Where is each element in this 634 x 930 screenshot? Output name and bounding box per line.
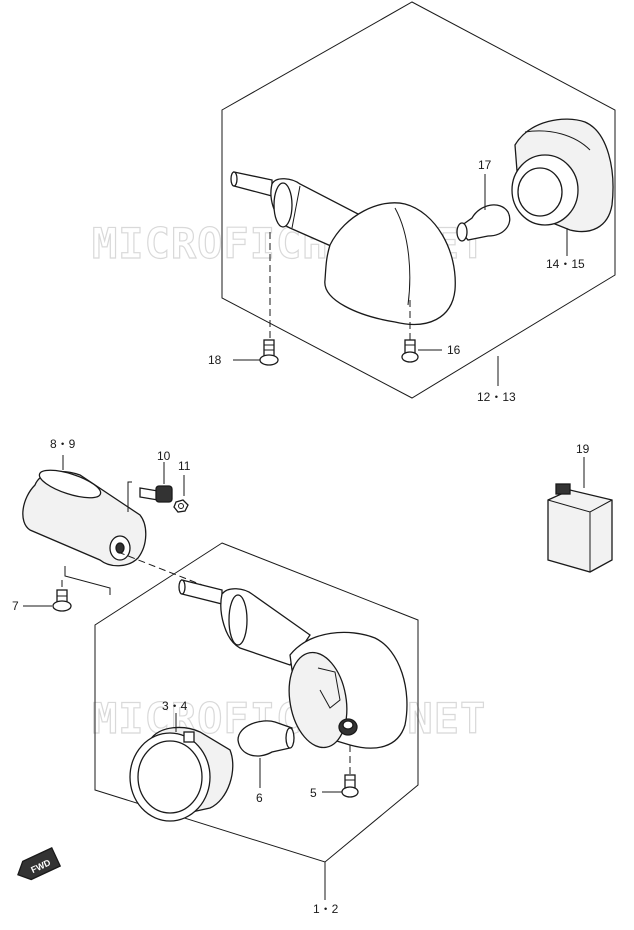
bracket-8-9 bbox=[22, 455, 147, 567]
screw-16 bbox=[401, 339, 419, 363]
lens-14-15 bbox=[511, 118, 614, 233]
screw-18 bbox=[259, 339, 279, 366]
callout-14-15: 14・15 bbox=[546, 257, 585, 271]
bolt-10 bbox=[139, 462, 173, 503]
callout-5: 5 bbox=[310, 786, 317, 800]
screw-5 bbox=[322, 745, 359, 798]
callout-11: 11 bbox=[178, 459, 191, 473]
callout-16: 16 bbox=[447, 343, 461, 357]
callout-17: 17 bbox=[478, 158, 492, 172]
nut-11 bbox=[173, 475, 189, 513]
callout-8-9: 8・9 bbox=[50, 437, 76, 451]
bulb-6 bbox=[237, 720, 295, 788]
fwd-direction-badge: FWD bbox=[17, 847, 62, 881]
callout-1-2: 1・2 bbox=[313, 902, 339, 916]
callout-6: 6 bbox=[256, 791, 263, 805]
callout-3-4: 3・4 bbox=[162, 699, 188, 713]
bulb-17 bbox=[456, 204, 511, 242]
rear-turn-signal-assembly bbox=[221, 1, 616, 399]
signal-housing-upper bbox=[324, 202, 456, 326]
relay-19 bbox=[547, 457, 613, 573]
callout-18: 18 bbox=[208, 353, 222, 367]
signal-stalk-lower bbox=[178, 579, 311, 666]
callout-19: 19 bbox=[576, 442, 590, 456]
callout-10: 10 bbox=[157, 449, 171, 463]
callout-12-13: 12・13 bbox=[477, 390, 516, 404]
front-turn-signal-assembly bbox=[94, 542, 419, 900]
lens-3-4 bbox=[129, 713, 234, 822]
callout-7: 7 bbox=[12, 599, 19, 613]
screw-7 bbox=[23, 589, 72, 612]
assembly-outline-upper bbox=[221, 1, 616, 399]
